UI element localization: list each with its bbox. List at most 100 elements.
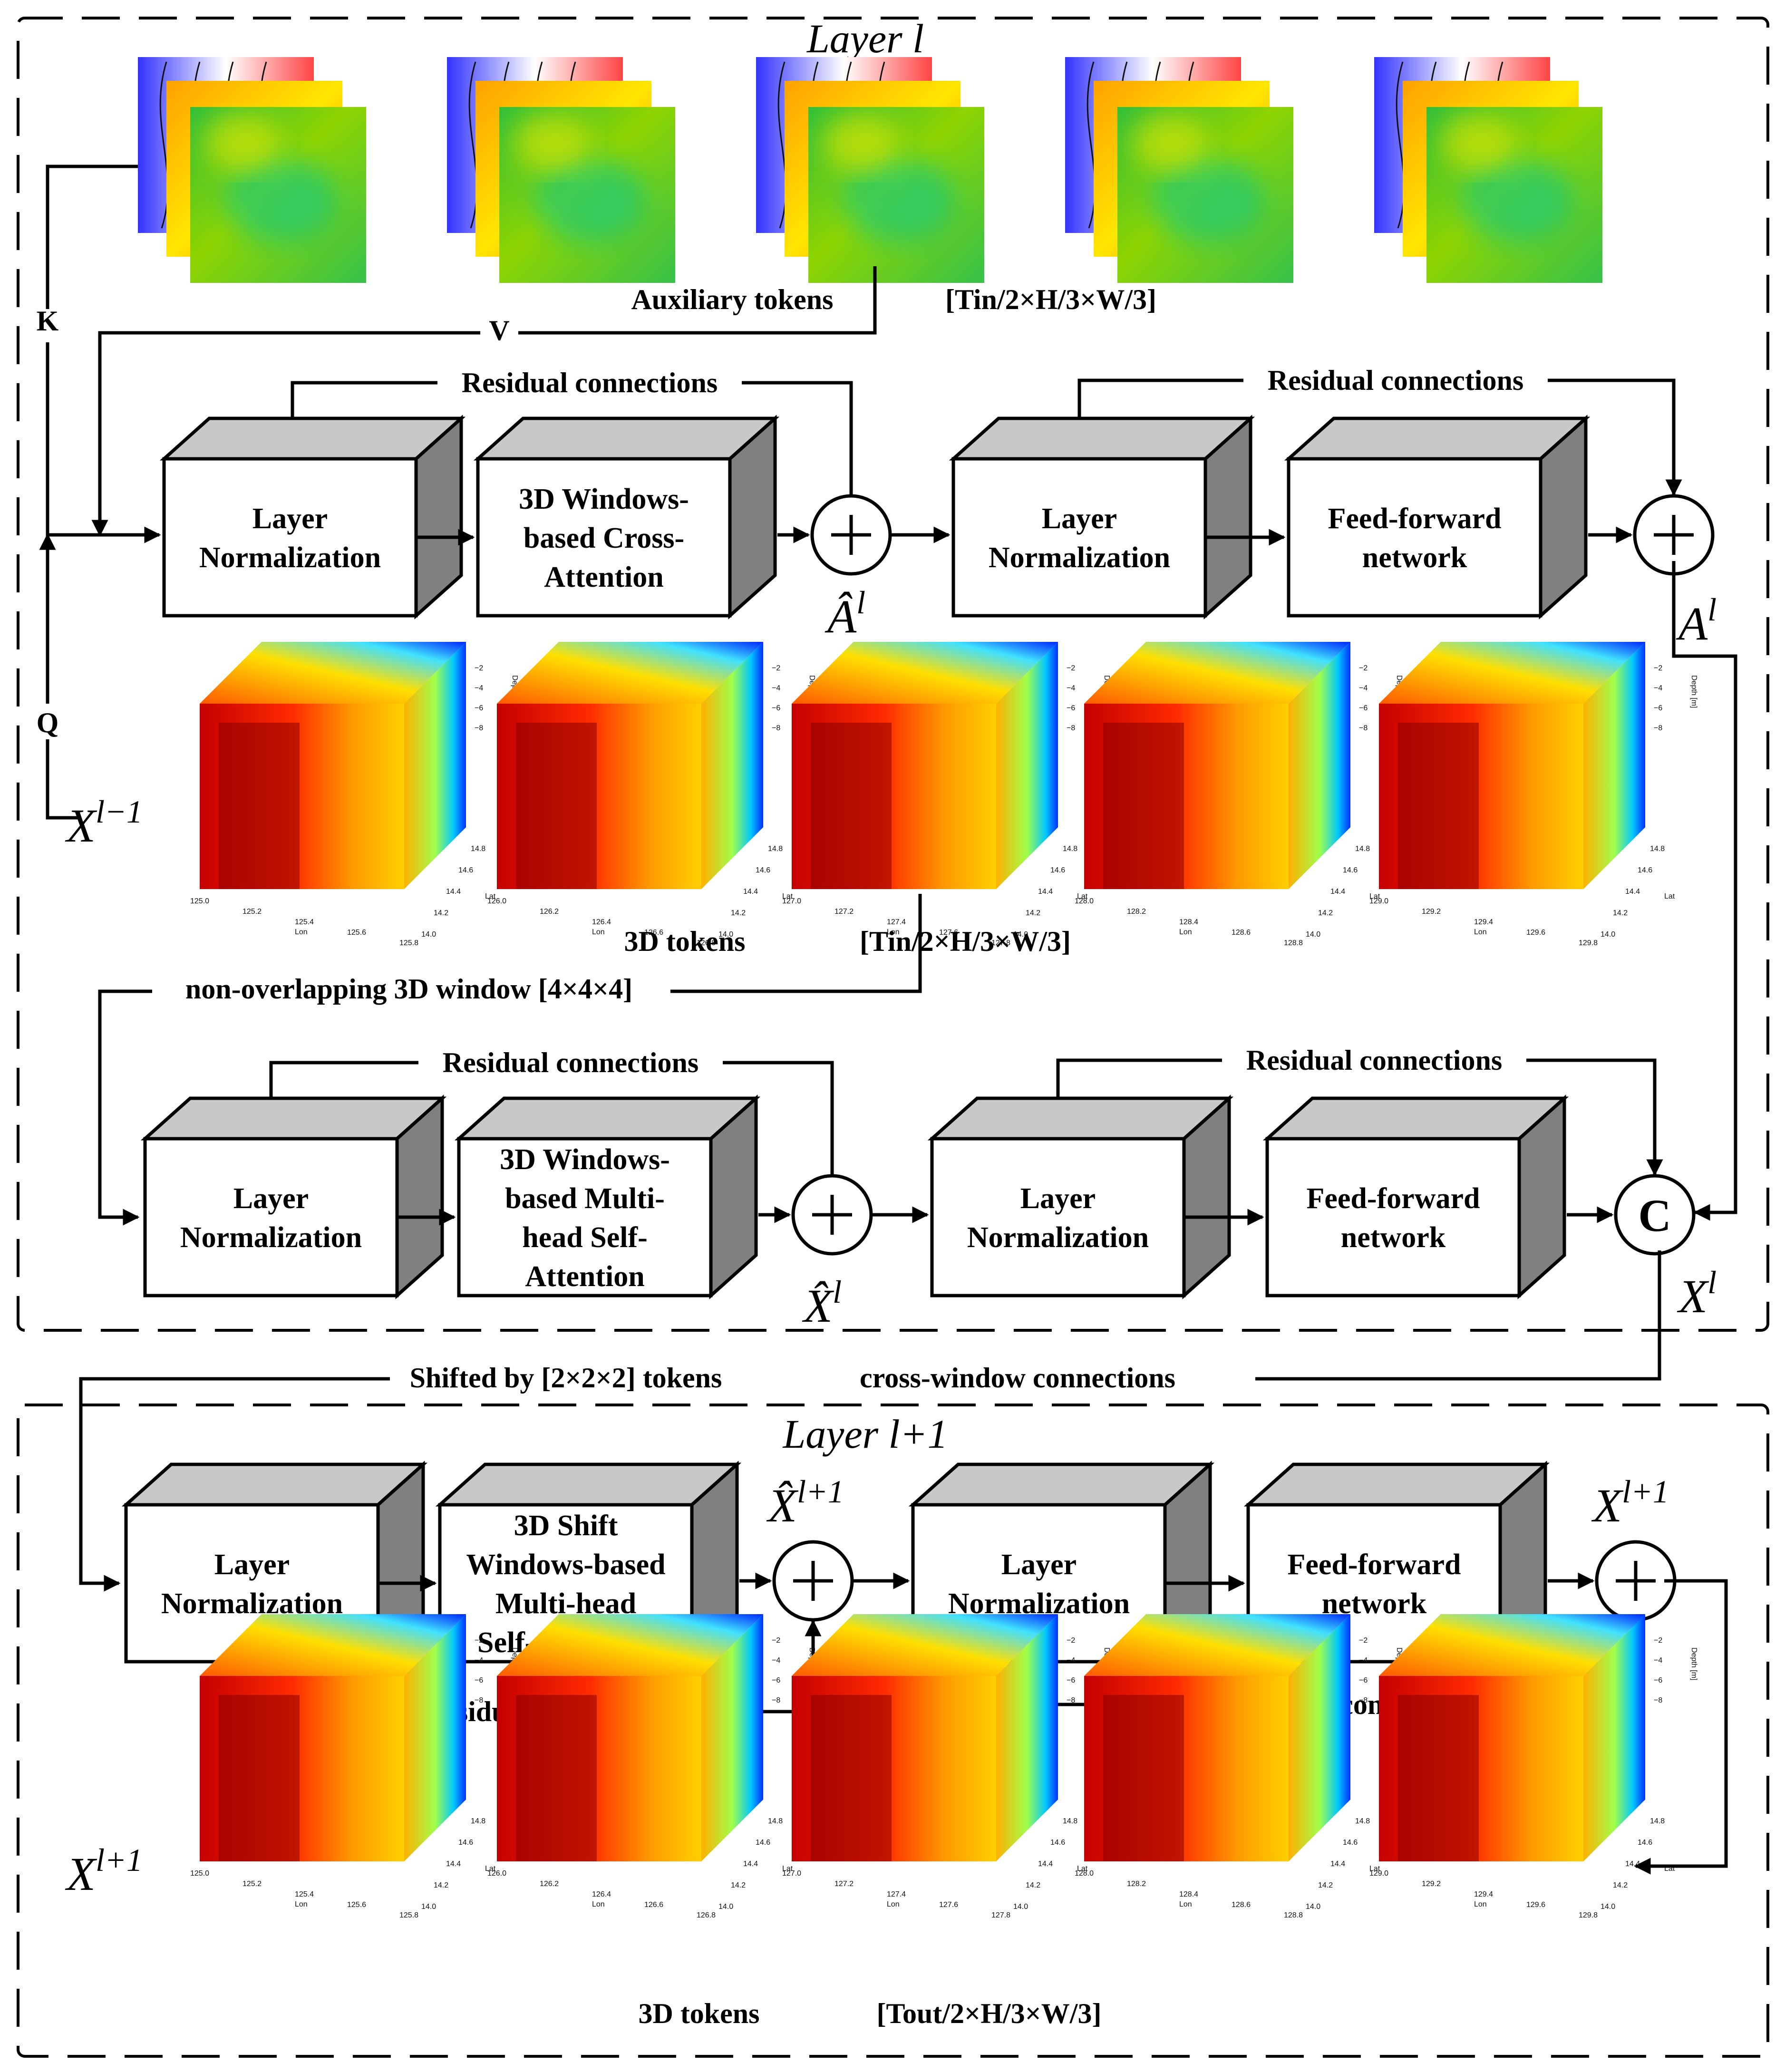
block-front-face (1287, 457, 1542, 618)
tokens3d-label: 3D tokens (624, 926, 745, 957)
residual-label-2: Residual connections (1268, 365, 1523, 396)
a-hat-symbol: Âl (825, 584, 865, 643)
aux-blob (1460, 157, 1574, 242)
cube-dark-band (811, 1695, 892, 1861)
cube-top-face (497, 1614, 763, 1676)
lat-tick: 14.8 (768, 845, 783, 853)
cube-dark-band (516, 1695, 597, 1861)
lon-tick: 127.2 (834, 908, 854, 916)
block-top-face (927, 1096, 1234, 1141)
depth-tick: −6 (772, 1676, 780, 1685)
block-top-face (473, 416, 780, 461)
cube-dark-band (1398, 1695, 1479, 1861)
lat-axis-label: Lat (1369, 1865, 1380, 1873)
depth-tick: −4 (1654, 1656, 1662, 1665)
lon-axis-label: Lon (295, 1900, 308, 1908)
cube-top-face (1084, 1614, 1350, 1676)
cube-dark-band (811, 723, 892, 889)
lon-tick: 129.4 (1474, 1890, 1493, 1898)
depth-tick: −2 (1359, 1636, 1368, 1645)
cube-side-face (404, 1614, 466, 1861)
block-front-face (930, 1137, 1186, 1297)
lat-tick: 14.2 (1026, 1881, 1040, 1889)
cube-top-face (1379, 1614, 1645, 1676)
lat-tick: 14.0 (421, 930, 436, 939)
cube-top-face (792, 1614, 1058, 1676)
sum-node-x-l1 (1595, 1540, 1677, 1622)
concat-symbol: C (1638, 1190, 1671, 1241)
self-attention-block: 3D Windows-based Multi-head Self-Attenti… (454, 1094, 761, 1299)
block-label: Layer (214, 1549, 290, 1581)
lat-tick: 14.0 (1013, 930, 1028, 939)
block-front-face (457, 1137, 713, 1297)
lat-axis-label: Lat (782, 1865, 793, 1873)
cube-side-face (996, 642, 1058, 889)
output-connection (1634, 1579, 1728, 1875)
aux-blob (514, 114, 590, 171)
lat-tick: 14.0 (1601, 930, 1615, 939)
aux-tokens-shape: [Tin/2×H/3×W/3] (945, 284, 1156, 315)
lat-tick: 14.2 (731, 909, 746, 917)
lat-tick: 14.0 (1601, 1903, 1615, 1911)
block-top-face (140, 1096, 447, 1141)
layer-l-title: Layer l (806, 16, 924, 61)
depth-tick: −8 (1654, 724, 1662, 732)
layer-l-border (17, 17, 1769, 1332)
lat-tick: 14.0 (421, 1903, 436, 1911)
cube-side-face (701, 642, 763, 889)
cube-side-face (996, 1614, 1058, 1861)
shift-label: Shifted by [2×2×2] tokens (410, 1362, 722, 1394)
block-front-face (951, 457, 1207, 618)
depth-tick: −2 (1359, 664, 1368, 672)
lon-axis-label: Lon (592, 928, 605, 936)
lat-axis-label: Lat (1369, 892, 1380, 900)
lat-axis-label: Lat (485, 1865, 496, 1873)
block-label: Normalization (989, 542, 1170, 574)
lon-tick: 127.4 (887, 918, 906, 926)
lon-tick: 128.2 (1127, 1880, 1146, 1888)
lon-tick: 128.0 (1075, 897, 1094, 905)
depth-tick: −2 (1654, 664, 1662, 672)
lat-tick: 14.0 (718, 930, 733, 939)
aux-token-stack (1065, 57, 1293, 283)
depth-tick: −8 (475, 724, 483, 732)
lon-tick: 129.0 (1369, 897, 1388, 905)
cross-attention-block: 3D Windows-based Cross-Attention (473, 415, 780, 620)
aux-blob (204, 114, 281, 171)
tokens3d-shape: [Tin/2×H/3×W/3] (860, 926, 1071, 957)
block-label: Feed-forward (1328, 503, 1502, 535)
depth-tick: −6 (772, 704, 780, 712)
lon-axis-label: Lon (295, 928, 308, 936)
lon-tick: 128.8 (1284, 939, 1303, 947)
depth-tick: −8 (1067, 1696, 1075, 1704)
lat-tick: 14.8 (1650, 1817, 1665, 1825)
lat-tick: 14.4 (446, 888, 461, 896)
lon-tick: 129.6 (1526, 929, 1545, 937)
layer-l1-title: Layer l+1 (782, 1411, 948, 1457)
input-line (46, 780, 81, 820)
lon-tick: 129.4 (1474, 918, 1493, 926)
lat-tick: 14.4 (743, 888, 758, 896)
lon-tick: 128.8 (1284, 1911, 1303, 1919)
lat-tick: 14.2 (1613, 909, 1628, 917)
lon-tick: 126.8 (697, 939, 716, 947)
sum-node-a-hat (810, 494, 892, 576)
aux-token-stack (138, 57, 366, 283)
layer-l1-border (17, 1404, 1769, 2058)
lon-tick: 128.6 (1232, 929, 1251, 937)
lat-tick: 14.8 (471, 1817, 485, 1825)
lat-tick: 14.0 (1013, 1903, 1028, 1911)
cube-dark-band (219, 1695, 300, 1861)
aux-blob (223, 157, 338, 242)
k-label-text: K (37, 305, 59, 337)
lat-axis-label: Lat (485, 892, 496, 900)
lon-tick: 129.8 (1579, 939, 1598, 947)
depth-tick: −6 (475, 1676, 483, 1685)
block-label: Normalization (199, 542, 381, 574)
